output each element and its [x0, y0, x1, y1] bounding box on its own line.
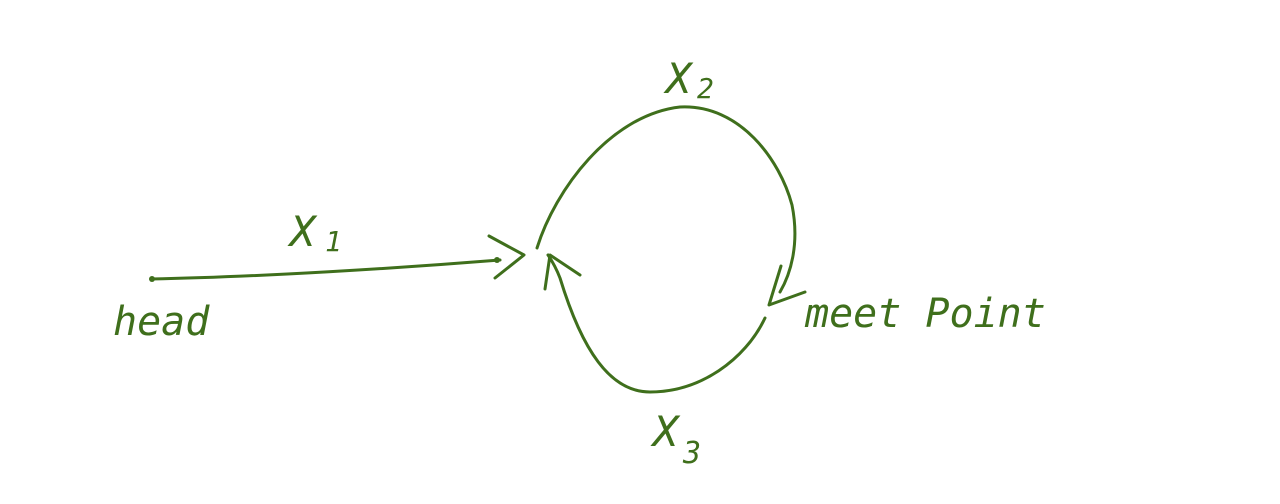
x1-subscript: 1	[325, 225, 342, 258]
return-arrowhead	[543, 253, 582, 291]
meet-point-arrowhead	[767, 264, 807, 307]
head-label: head	[113, 299, 210, 345]
x2-label: X	[663, 54, 694, 103]
cycle-lower-arc	[546, 253, 767, 394]
x3-label: X	[650, 407, 681, 456]
head-to-entry-line	[149, 258, 502, 281]
line-end-dot	[494, 257, 500, 263]
x1-label: X	[287, 207, 318, 256]
cycle-upper-arc	[535, 105, 797, 294]
diagram-ink	[149, 105, 807, 394]
x2-subscript: 2	[697, 72, 714, 105]
entry-arrowhead	[487, 234, 526, 280]
head-dot	[149, 276, 155, 282]
x3-subscript: 3	[682, 436, 701, 471]
meet-point-label: meet Point	[804, 291, 1046, 337]
